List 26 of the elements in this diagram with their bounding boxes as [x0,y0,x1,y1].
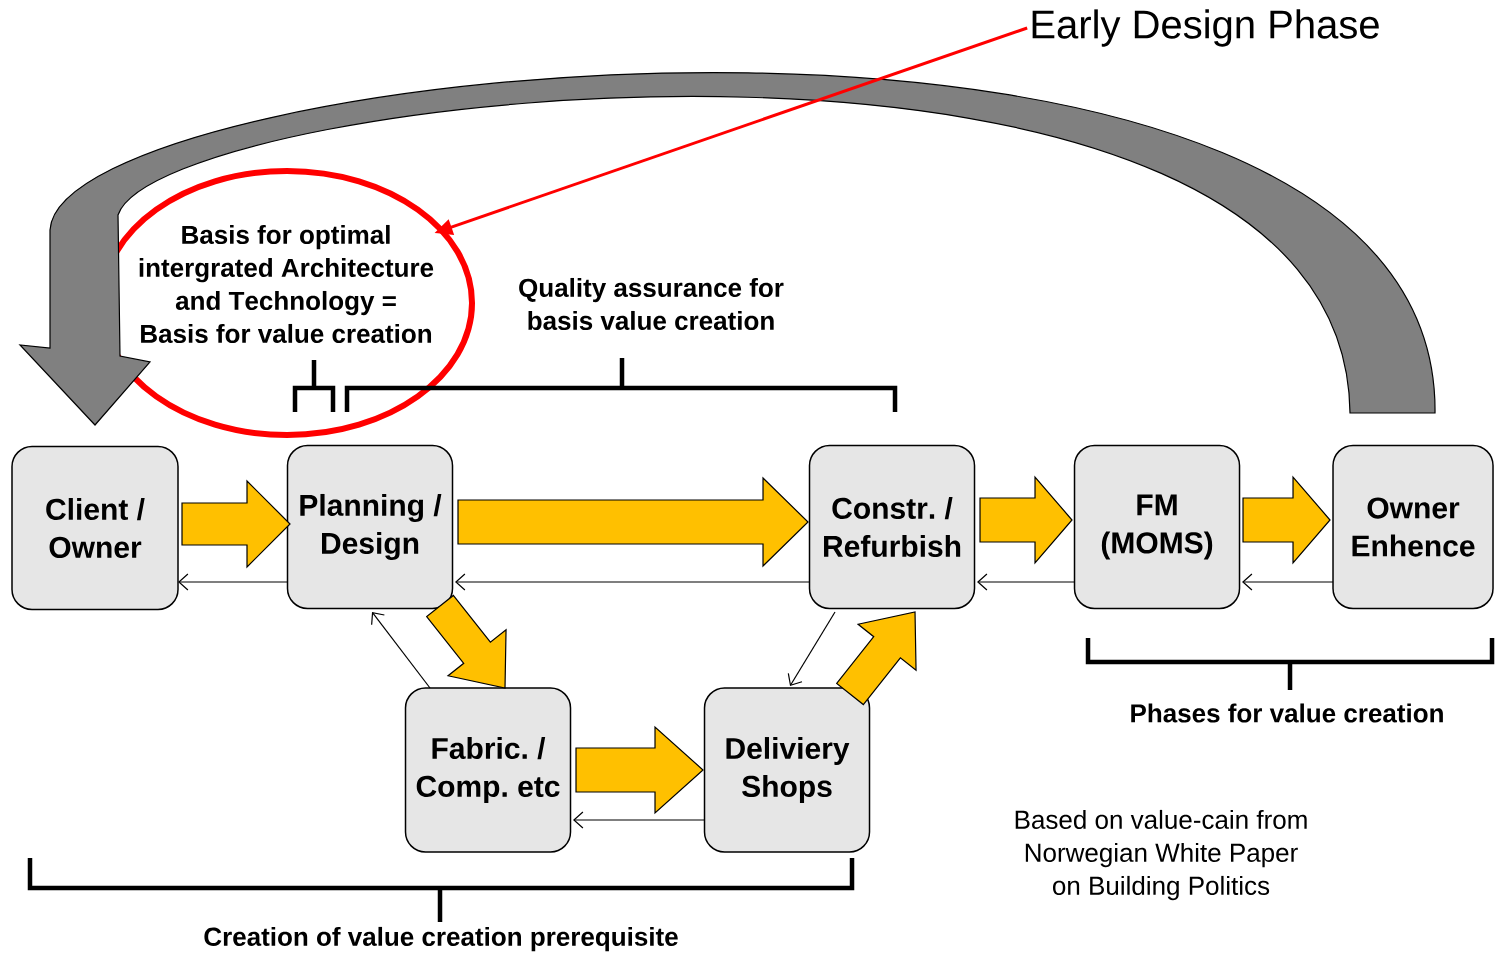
block-arrow [457,476,809,568]
source-note: Based on value-cain from Norwegian White Paper on Building Politics [1015,809,1307,901]
bracket-label: Phases for value creation [1131,703,1443,723]
block-arrow [181,479,291,569]
arrow [1242,573,1334,591]
arrow [178,573,289,591]
process-box: Client / Owner [11,445,179,611]
annotation-text: Basis for optimal intergrated Architecture and Technology = Basis for value creation [139,224,434,344]
process-box: Deliviery Shops [703,687,871,853]
process-box: Planning / Design [286,444,454,610]
arrow [787,611,836,686]
curved-arrow [19,72,1436,426]
arrow [371,612,431,689]
block-arrow [979,475,1073,565]
arrow [455,573,811,591]
bracket-label: Creation of value creation prerequisite [204,926,678,952]
process-box: FM (MOMS) [1073,444,1241,610]
process-box: Constr. / Refurbish [808,444,976,610]
pointer-label: Early Design Phase [1032,9,1379,47]
block-arrow [575,725,704,815]
bracket-label: Quality assurance for basis value creation [519,277,784,331]
block-arrow [1242,475,1331,565]
process-box: Fabric. / Comp. etc [404,687,572,853]
process-box: Owner Enhence [1332,444,1494,610]
arrow [573,811,706,829]
arrow [977,573,1076,591]
